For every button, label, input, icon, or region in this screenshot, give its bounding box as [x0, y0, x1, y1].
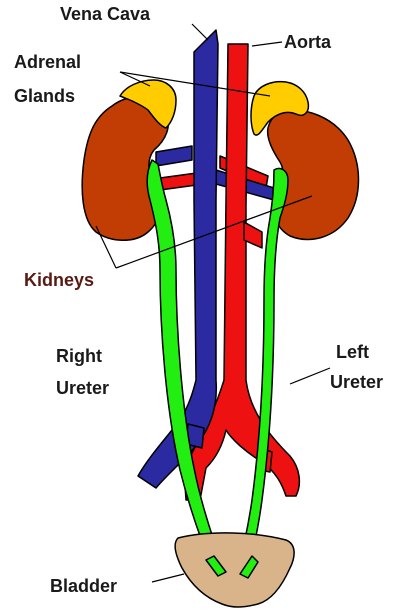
- right-ureter-label-line1: Right: [56, 346, 102, 366]
- bladder: [175, 533, 294, 607]
- vena-cava-label: Vena Cava: [60, 4, 151, 24]
- aorta-pointer: [252, 42, 282, 46]
- vena-cava-pointer: [192, 24, 208, 40]
- aorta-label: Aorta: [284, 32, 332, 52]
- left-ureter-label-line2: Ureter: [330, 372, 383, 392]
- right-ureter-label-line2: Ureter: [56, 378, 109, 398]
- right-renal-vein: [156, 146, 192, 166]
- kidneys-label: Kidneys: [24, 270, 94, 290]
- adrenal-label-line2: Glands: [14, 86, 75, 106]
- bladder-label: Bladder: [50, 576, 117, 596]
- bladder-pointer: [152, 574, 184, 582]
- left-ureter-label-line1: Left: [336, 342, 369, 362]
- left-ureter-pointer: [290, 368, 330, 384]
- adrenal-label-line1: Adrenal: [14, 52, 81, 72]
